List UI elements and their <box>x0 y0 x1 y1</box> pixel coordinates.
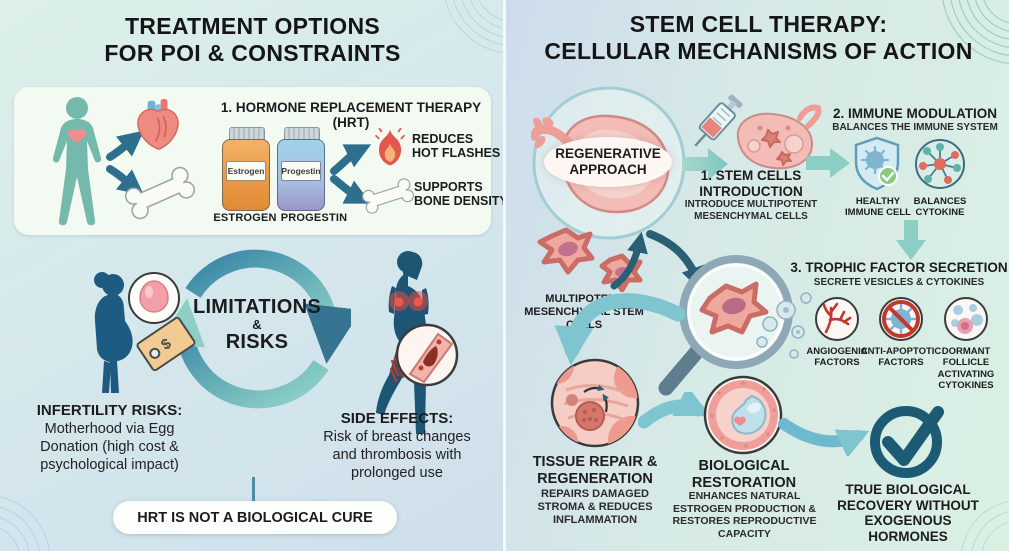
step1-sub: INTRODUCE MULTIPOTENT MESENCHYMAL CELLS <box>684 199 818 222</box>
bone-icon <box>124 166 196 220</box>
left-panel-title: TREATMENT OPTIONS FOR POI & CONSTRAINTS <box>104 13 401 67</box>
cycle-amp: & <box>252 317 262 332</box>
tag-hole <box>147 345 163 361</box>
cycle-line1: LIMITATIONS <box>192 296 322 318</box>
arrow-icon <box>330 144 372 204</box>
angiogenic-factors-label: ANGIOGENIC FACTORS <box>806 346 868 369</box>
side-effects-body: Risk of breast changes and thrombosis wi… <box>323 429 471 482</box>
anti-apoptotic-factors-icon <box>879 297 923 341</box>
dollar-symbol: $ <box>157 334 175 354</box>
hrt-section-box: 1. HORMONE REPLACEMENT THERAPY (HRT) Est… <box>14 87 508 235</box>
syringe-icon <box>694 94 743 147</box>
hrt-conclusion-banner: HRT IS NOT A BIOLOGICAL CURE <box>113 501 397 534</box>
step2-sub: BALANCES THE IMMUNE SYSTEM <box>832 122 998 133</box>
curved-arrow-icon <box>778 418 870 456</box>
follicle-restoration-icon <box>703 375 783 455</box>
progestin-bottle-label: Progestin <box>281 161 321 181</box>
cycle-line2: RISKS <box>225 331 289 354</box>
pregnant-woman-silhouette-icon <box>94 272 133 393</box>
magnifier-cell-icon <box>658 255 812 396</box>
estrogen-bottle-label: Estrogen <box>226 161 266 181</box>
dormant-follicle-label: DORMANT FOLLICLE ACTIVATING CYTOKINES <box>937 346 995 392</box>
estrogen-bottle: Estrogen <box>222 127 270 211</box>
bone-icon <box>362 178 414 214</box>
hrt-heading: 1. HORMONE REPLACEMENT THERAPY (HRT) <box>220 100 482 130</box>
cycle-label: LIMITATIONS & RISKS <box>178 297 336 353</box>
right-panel-stem-cell-therapy: STEM CELL THERAPY: CELLULAR MECHANISMS O… <box>506 0 1009 551</box>
dormant-follicle-icon <box>944 297 988 341</box>
balances-cytokine-label: BALANCES CYTOKINE <box>913 196 967 219</box>
panel-divider <box>503 0 506 551</box>
side-effects-heading: SIDE EFFECTS: <box>340 410 454 427</box>
benefit-hot-flashes-label: REDUCES HOT FLASHES <box>412 132 501 161</box>
infertility-risks-body: Motherhood via Egg Donation (high cost &… <box>40 421 179 474</box>
regenerative-approach-label: REGENERATIVE APPROACH <box>544 137 672 187</box>
recovery-label: TRUE BIOLOGICAL RECOVERY WITHOUT EXOGENO… <box>837 482 979 544</box>
step3-sub: SECRETE VESICLES & CYTOKINES <box>813 277 985 288</box>
connector-line <box>252 477 255 501</box>
tissue-repair-icon <box>550 358 640 448</box>
human-body-icon <box>52 97 102 226</box>
progestin-caption: PROGESTIN <box>280 212 348 224</box>
estrogen-caption: ESTROGEN <box>213 212 277 224</box>
thrombosis-inset-icon <box>395 323 459 387</box>
curved-arrow-icon <box>610 231 648 290</box>
step3-heading: 3. TROPHIC FACTOR SECRETION <box>790 260 1008 275</box>
curved-arrow-icon <box>638 392 710 429</box>
flame-icon <box>375 127 405 166</box>
arrow-icon <box>106 130 144 196</box>
right-panel-title: STEM CELL THERAPY: CELLULAR MECHANISMS O… <box>544 11 973 65</box>
egg-donation-icon <box>128 272 180 324</box>
step2-heading: 2. IMMUNE MODULATION <box>833 106 997 121</box>
wave-decoration-icon <box>0 496 50 551</box>
bio-restoration-sub: ENHANCES NATURAL ESTROGEN PRODUCTION & R… <box>672 490 817 540</box>
progestin-bottle: Progestin <box>277 127 325 211</box>
angiogenic-factors-icon <box>815 297 859 341</box>
arrow-icon <box>896 220 926 260</box>
curved-arrow-icon <box>554 293 686 366</box>
bio-restoration-heading: BIOLOGICAL RESTORATION <box>691 458 797 491</box>
infertility-risks-heading: INFERTILITY RISKS: <box>36 402 183 419</box>
tissue-repair-heading: TISSUE REPAIR & REGENERATION <box>532 454 658 487</box>
healthy-immune-cell-label: HEALTHY IMMUNE CELL <box>845 196 911 219</box>
immune-shield-icon <box>854 136 900 191</box>
arrow-icon <box>806 148 850 178</box>
left-panel-poi-treatment: TREATMENT OPTIONS FOR POI & CONSTRAINTS <box>0 0 508 551</box>
benefit-bone-density-label: SUPPORTS BONE DENSITY <box>414 180 508 209</box>
anti-apoptotic-factors-label: ANTI-APOPTOTIC FACTORS <box>860 346 942 369</box>
checkmark-circle-icon <box>870 406 944 478</box>
step1-heading: 1. STEM CELLS INTRODUCTION <box>699 168 803 200</box>
heart-organ-icon <box>137 99 179 150</box>
tissue-repair-sub: REPAIRS DAMAGED STROMA & REDUCES INFLAMM… <box>537 488 653 527</box>
cytokine-network-icon <box>915 139 965 189</box>
arrow-icon <box>682 148 728 180</box>
ovary-with-cells-icon <box>736 104 822 170</box>
